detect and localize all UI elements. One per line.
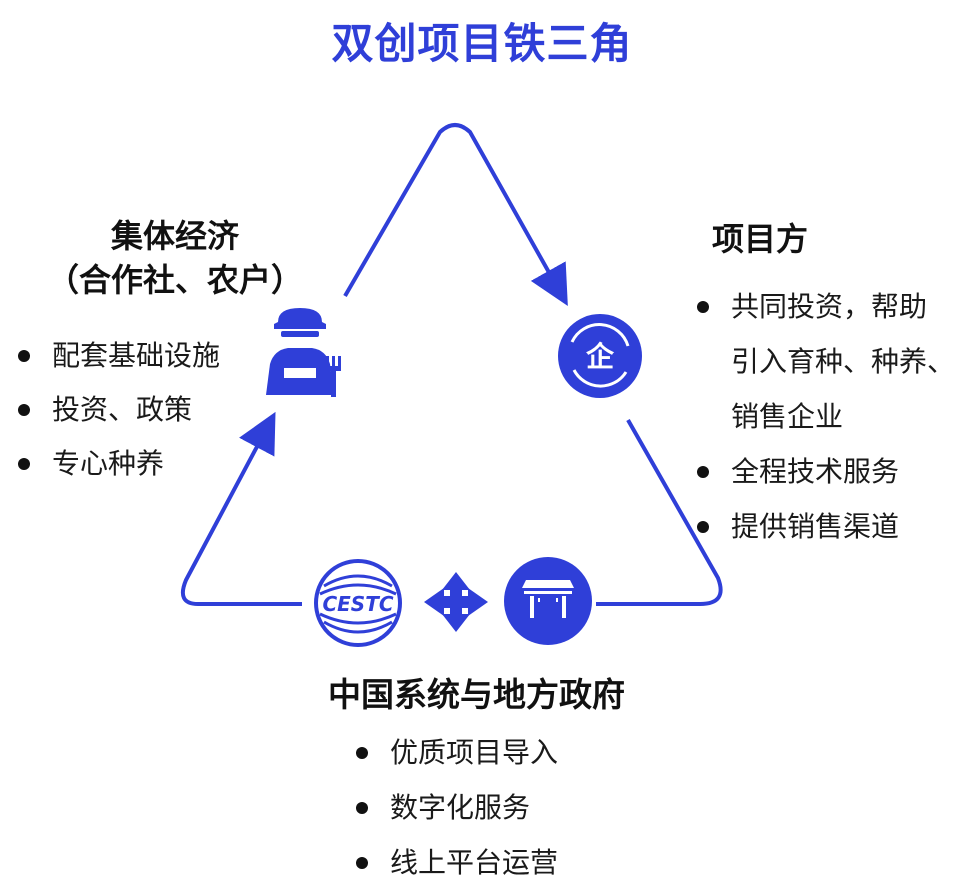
list-item: 共同投资，帮助 [697, 281, 955, 336]
list-item: 全程技术服务 [697, 446, 955, 501]
list-item: 提供销售渠道 [697, 501, 955, 556]
list-item: 专心种养 [18, 442, 220, 496]
enterprise-icon-label: 企 [586, 340, 615, 373]
enterprise-icon: 企 [558, 314, 642, 398]
list-item: 配套基础设施 [18, 334, 220, 388]
collective-heading-line2: （合作社、农户） [46, 261, 303, 299]
cestc-logo: CESTC [314, 559, 402, 647]
cestc-logo-text: CESTC [322, 592, 393, 616]
list-item: 引入育种、种养、 [731, 345, 956, 378]
connector-left [181, 411, 302, 606]
farmer-icon [266, 308, 341, 397]
project-party-heading: 项目方 [712, 220, 809, 258]
move-arrows-icon [424, 572, 488, 632]
government-heading: 中国系统与地方政府 [328, 675, 625, 714]
list-item: 优质项目导入 [356, 729, 558, 784]
list-item: 数字化服务 [356, 784, 558, 839]
connector-top [343, 123, 568, 306]
list-item: 线上平台运营 [356, 839, 558, 894]
list-item: 投资、政策 [18, 388, 220, 442]
connector-right [596, 419, 723, 606]
government-building-icon [504, 557, 592, 645]
collective-list: 配套基础设施 投资、政策 专心种养 [18, 334, 220, 496]
diagram-title: 双创项目铁三角 [331, 19, 633, 68]
collective-heading-line1: 集体经济 [110, 217, 239, 255]
project-party-list: 共同投资，帮助 引入育种、种养、 销售企业 全程技术服务 提供销售渠道 [697, 281, 955, 556]
list-item: 销售企业 [731, 400, 844, 433]
collective-heading: 集体经济 （合作社、农户） [30, 214, 320, 302]
government-list: 优质项目导入 数字化服务 线上平台运营 [356, 729, 558, 894]
